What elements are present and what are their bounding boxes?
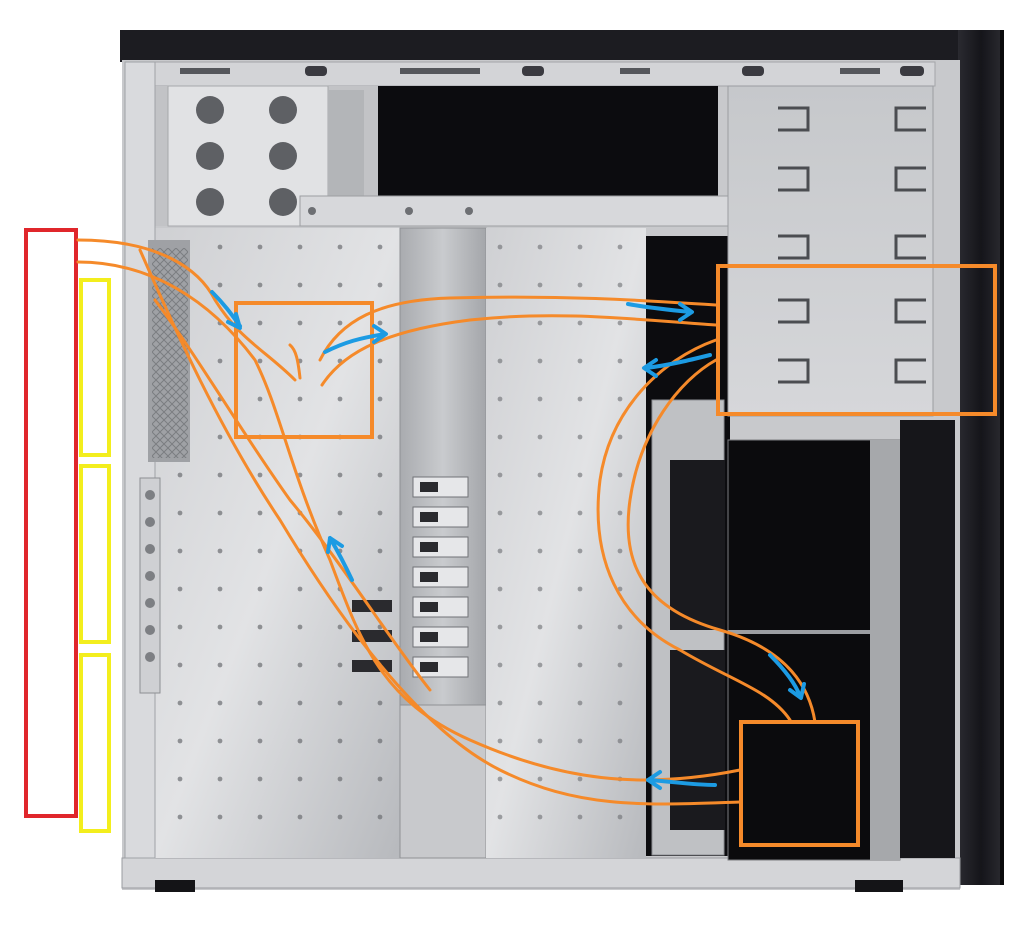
case-foot-right	[855, 880, 903, 892]
blue-arrow-lower-left	[642, 353, 712, 378]
yellow-annotation-box-top	[79, 278, 111, 457]
center-pillar-lower	[399, 704, 487, 859]
blue-arrow-bottom	[646, 770, 717, 790]
top-rail	[139, 61, 936, 87]
case-top-frame	[120, 30, 970, 62]
annotations	[24, 228, 997, 847]
blue-arrow-cpu-out	[323, 324, 388, 354]
right-tray-holes	[490, 240, 642, 850]
blue-arrow-upper-right	[626, 302, 694, 322]
red-annotation-box	[24, 228, 78, 818]
orange-box-cpu-area	[234, 301, 374, 439]
case-foot-left	[155, 880, 195, 892]
blue-arrow-mid	[326, 536, 354, 582]
orange-box-psu	[739, 720, 860, 847]
motherboard-tray-holes	[160, 240, 395, 850]
blue-airflow-arrows	[210, 290, 806, 790]
case-right-frame	[958, 30, 1004, 885]
orange-airflow-curves	[76, 238, 817, 806]
drive-bay-cage-lower	[651, 399, 955, 861]
yellow-annotation-box-bottom	[79, 653, 111, 833]
blue-arrow-cpu-in	[210, 290, 242, 330]
upper-bay-cavity	[378, 86, 718, 198]
yellow-annotation-box-mid	[79, 464, 111, 644]
drive-bay-cage-upper	[727, 85, 934, 417]
rear-io-panel	[124, 61, 190, 859]
orange-box-drive-bays	[716, 264, 997, 416]
blue-arrow-psu	[768, 653, 806, 700]
case-right-edge	[1000, 30, 1004, 885]
expansion-slot-clips	[352, 476, 469, 678]
case-bottom-rail	[121, 857, 961, 889]
